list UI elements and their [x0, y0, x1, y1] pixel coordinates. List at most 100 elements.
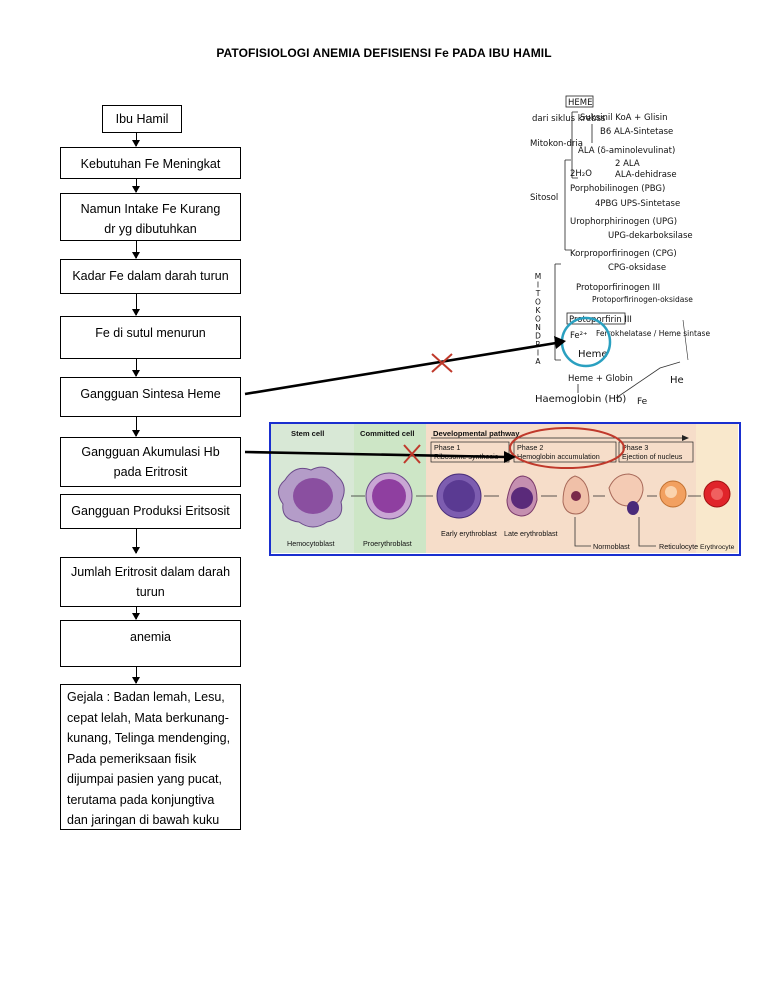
cross-mark-hb — [403, 444, 421, 464]
early-erythroblast-cell — [436, 473, 482, 519]
phase2-title: Phase 2 — [517, 443, 543, 452]
reticulocyte-cell — [659, 480, 687, 508]
link-arrow-hb — [244, 450, 507, 459]
enzyme-ala-sintetase: B6 ALA-Sintetase — [600, 127, 673, 137]
phase3-title: Phase 3 — [622, 443, 648, 452]
proerythroblast-cell — [365, 472, 413, 520]
product-protoporfirinogen: Protoporfirinogen III — [576, 283, 660, 293]
product-protoporfirin: Protoporfirin III — [569, 315, 632, 325]
label-normoblast: Normoblast — [593, 542, 630, 551]
left-h2o: 2H₂O — [570, 169, 592, 179]
mito-bracket — [571, 111, 578, 179]
step-suksinil: Suksinil KoA + Glisin — [580, 113, 668, 123]
flow-text: Kebutuhan Fe Meningkat — [80, 157, 221, 171]
flow-box-kadar-fe: Kadar Fe dalam darah turun — [60, 259, 241, 294]
step-heme-globin: Heme + Globin — [568, 374, 633, 384]
label-proerythroblast: Proerythroblast — [363, 539, 412, 548]
flow-arrow — [132, 179, 140, 193]
product-heme: Heme — [578, 349, 608, 360]
late-erythroblast-cell — [506, 475, 538, 517]
mitokondria-label: Mitokon-dria — [530, 139, 583, 149]
erythrocyte-cell — [703, 480, 731, 508]
label-early-erythroblast: Early erythroblast — [441, 529, 497, 538]
link-arrowhead — [504, 451, 516, 463]
sitosol-label: Sitosol — [530, 193, 558, 203]
phase3-desc: Ejection of nucleus — [622, 452, 683, 461]
erythropoiesis-svg: Stem cell Committed cell Developmental p… — [271, 424, 738, 553]
label-hemocytoblast: Hemocytoblast — [287, 539, 335, 548]
enzyme-protoporfirinogen-oksidase: Protoporfirinogen-oksidase — [592, 295, 693, 304]
flow-arrow — [132, 294, 140, 316]
flow-box-gejala: Gejala : Badan lemah, Lesu, cepat lelah,… — [60, 684, 241, 830]
heme-label: HEME — [568, 98, 592, 108]
flow-arrow — [132, 241, 140, 259]
product-hemoglobin: Haemoglobin (Hb) — [535, 394, 626, 405]
header-committed-cell: Committed cell — [360, 429, 414, 438]
flow-text: Ibu Hamil — [115, 112, 169, 126]
flow-text: Namun Intake Fe Kurang dr yg dibutuhkan — [80, 202, 221, 236]
phase2-desc: Hemoglobin accumulation — [517, 452, 600, 461]
enzyme-upg-dekarboksilase: UPG-dekarboksilase — [608, 231, 693, 241]
phase2-highlight-ellipse — [509, 427, 625, 469]
sitosol-bracket — [564, 159, 571, 251]
mitokondria-vertical-label: MITOKONDRIA — [534, 272, 543, 366]
flow-box-jumlah-eritrosit: Jumlah Eritrosit dalam darah turun — [60, 557, 241, 607]
flow-text: Gangguan Produksi Eritsosit — [71, 504, 230, 518]
flow-text: Jumlah Eritrosit dalam darah turun — [70, 565, 231, 599]
right-2ala: 2 ALA — [615, 159, 640, 169]
flow-arrow — [132, 133, 140, 147]
product-pbg: Porphobilinogen (PBG) — [570, 184, 665, 194]
enzyme-ala-dehidrase: ALA-dehidrase — [615, 170, 677, 180]
page-title: PATOFISIOLOGI ANEMIA DEFISIENSI Fe PADA … — [216, 46, 552, 60]
header-stem-cell: Stem cell — [291, 429, 324, 438]
enzyme-ferrokhelatase: Ferrokhelatase / Heme sintase — [596, 329, 710, 338]
flow-text: anemia — [130, 630, 171, 644]
phase1-title: Phase 1 — [434, 443, 460, 452]
flow-box-produksi: Gangguan Produksi Eritsosit — [60, 494, 241, 529]
side-fe: Fe — [637, 397, 648, 407]
header-dev-pathway: Developmental pathway — [433, 429, 520, 438]
product-ala: ALA (δ-aminolevulinat) — [578, 146, 675, 156]
product-upg: Urophorphirinogen (UPG) — [570, 217, 677, 227]
phase2-box — [513, 441, 617, 463]
flow-arrow — [132, 417, 140, 437]
flow-box-fe-sutul: Fe di sutul menurun — [60, 316, 241, 359]
flow-box-anemia: anemia — [60, 620, 241, 667]
flow-box-akumulasi-hb: Gangguan Akumulasi Hb pada Eritrosit — [60, 437, 241, 487]
flow-text: Gangguan Akumulasi Hb pada Eritrosit — [81, 445, 220, 479]
flow-box-intake: Namun Intake Fe Kurang dr yg dibutuhkan — [60, 193, 241, 241]
side-he: He — [670, 375, 684, 386]
phase1-box — [430, 441, 510, 463]
heme-label-box — [565, 95, 594, 108]
normoblast-cell-1 — [562, 475, 590, 515]
label-erythrocyte: Erythrocyte — [700, 544, 735, 551]
cross-mark-heme — [431, 353, 453, 373]
label-reticulocyte: Reticulocyte — [659, 542, 698, 551]
flow-arrow — [132, 607, 140, 620]
flow-box-sintesa-heme: Gangguan Sintesa Heme — [60, 377, 241, 417]
flow-arrow — [132, 529, 140, 554]
hemocytoblast-cell — [278, 466, 345, 528]
side-line — [615, 361, 681, 399]
label-late-erythroblast: Late erythroblast — [504, 529, 558, 538]
enzyme-ups: 4PBG UPS-Sintetase — [595, 199, 680, 209]
source-label: dari siklus krebss — [532, 114, 606, 124]
normoblast-bracket — [574, 517, 656, 547]
link-arrowhead — [554, 336, 566, 349]
flow-text: Gangguan Sintesa Heme — [80, 387, 221, 401]
flow-box-ibu-hamil: Ibu Hamil — [102, 105, 182, 133]
enzyme-cpg-oksidase: CPG-oksidase — [608, 263, 666, 273]
fe-label: Fe²⁺ — [570, 331, 588, 341]
product-cpg: Korproporfirinogen (CPG) — [570, 249, 677, 259]
flow-arrow — [132, 359, 140, 377]
flow-box-kebutuhan: Kebutuhan Fe Meningkat — [60, 147, 241, 179]
link-arrow-heme — [244, 341, 557, 396]
dev-pathway-arrowhead — [682, 435, 689, 441]
erythropoiesis-panel: Stem cell Committed cell Developmental p… — [269, 422, 741, 556]
flow-text: Kadar Fe dalam darah turun — [72, 269, 229, 283]
normoblast-cell-2 — [608, 473, 644, 515]
flow-arrow — [132, 667, 140, 684]
phase3-box — [618, 441, 694, 463]
